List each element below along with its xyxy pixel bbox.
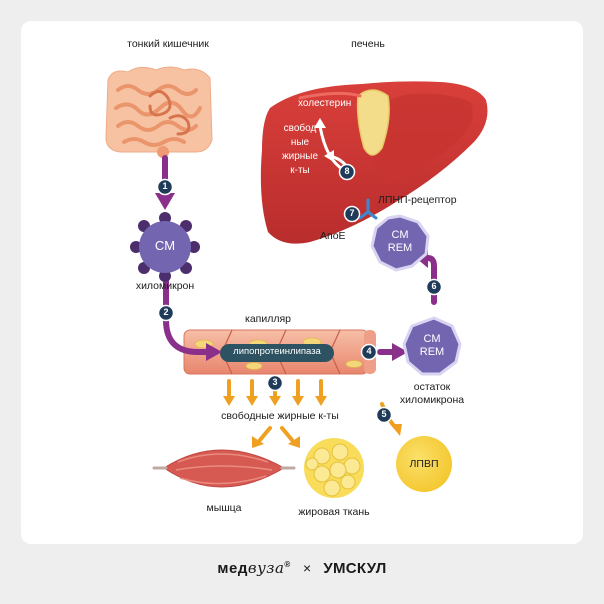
liver-label: печень xyxy=(351,38,385,50)
step-number: 8 xyxy=(344,166,350,176)
liver-free-fatty-acids-label: свобод ные жирные к-ты xyxy=(281,123,319,176)
footer-branding: медвуза® × УМСКУЛ xyxy=(0,559,604,577)
free-fatty-acids-label: свободные жирные к-ты xyxy=(221,410,339,422)
ldl-receptor-icon xyxy=(358,198,378,220)
muscle-illustration xyxy=(152,449,296,488)
times-sign: × xyxy=(302,560,312,576)
step-number: 5 xyxy=(381,409,387,419)
lipoprotein-lipase-label: липопротеинлипаза xyxy=(233,346,321,357)
step-badges xyxy=(156,163,443,424)
hdl-label: ЛПВП xyxy=(409,458,439,470)
adipose-tissue-label: жировая ткань xyxy=(298,506,370,518)
remnant-abbr-at-receptor: CM REM xyxy=(387,229,413,254)
small-intestine-illustration xyxy=(105,66,213,158)
step-number: 2 xyxy=(163,307,169,317)
step-number: 6 xyxy=(431,281,437,291)
apoe-label: АпоЕ xyxy=(320,230,346,242)
step-number: 7 xyxy=(349,208,355,218)
capillary-label: капилляр xyxy=(245,313,291,325)
cholesterol-label: холестерин xyxy=(298,98,352,109)
liver-illustration xyxy=(260,81,488,244)
chylomicron-particle xyxy=(130,212,200,282)
adipose-tissue-illustration xyxy=(304,438,364,498)
chylomicron-abbr: CM xyxy=(154,238,176,253)
step-number: 3 xyxy=(272,377,278,387)
hdl-particle xyxy=(396,436,452,492)
chylomicron-remnant xyxy=(402,316,462,376)
chylomicron-remnant-label: остаток хиломикрона xyxy=(399,381,465,406)
lipoprotein-lipase-enzyme xyxy=(220,344,334,362)
medvuza-logo: медвуза® xyxy=(217,559,291,577)
step-number: 4 xyxy=(366,346,372,356)
remnant-abbr: CM REM xyxy=(419,333,445,358)
small-intestine-label: тонкий кишечник xyxy=(127,38,209,50)
chylomicron-remnant-at-receptor xyxy=(370,214,430,272)
muscle-label: мышца xyxy=(206,502,242,514)
chylomicron-label: хиломикрон xyxy=(135,280,195,292)
step-number: 1 xyxy=(162,181,168,191)
ldl-receptor-label: ЛПНП-рецептор xyxy=(378,194,457,206)
umskul-logo: УМСКУЛ xyxy=(323,560,387,577)
